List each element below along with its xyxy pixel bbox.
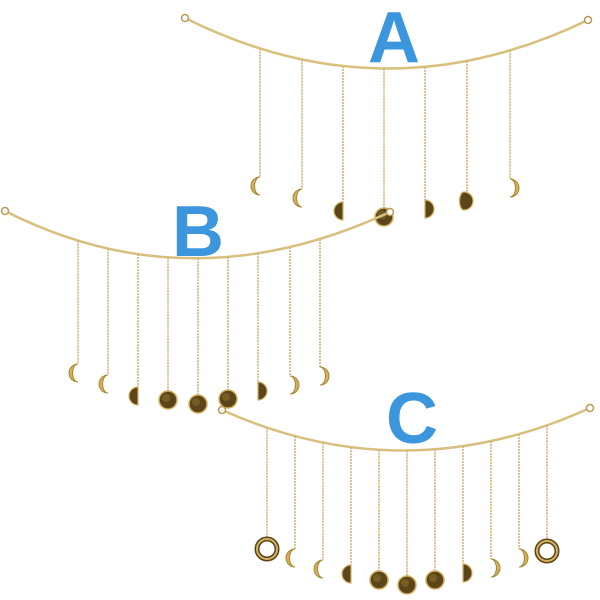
hanging-loop-left: [180, 13, 190, 23]
rod: [184, 16, 589, 70]
moon-full-icon: [369, 570, 389, 590]
moon-half-right-icon: [257, 381, 268, 401]
hanging-loop-right: [583, 15, 593, 25]
moon-half-right-icon: [462, 563, 473, 583]
moon-half-right-icon: [424, 199, 435, 219]
garland-a: [180, 13, 593, 227]
moon-crescent-right-icon: [319, 366, 330, 386]
hanging-loop-left: [217, 405, 227, 415]
hanging-loop-right: [585, 403, 595, 413]
moon-crescent-right-icon: [289, 375, 300, 395]
moon-crescent-left-icon: [250, 176, 261, 196]
moon-full-icon: [397, 575, 417, 595]
moon-ring-icon: [254, 536, 280, 562]
variant-label-c: C: [386, 379, 438, 459]
moon-crescent-right-icon: [490, 558, 501, 578]
moon-full-icon: [188, 394, 208, 414]
moon-full-icon: [158, 390, 178, 410]
hanging-loop-left: [0, 206, 10, 216]
garland-c: [217, 403, 595, 595]
moon-crescent-left-icon: [313, 559, 324, 579]
moon-crescent-right-icon: [518, 548, 529, 568]
variant-label-a: A: [368, 0, 420, 78]
garland-b: [0, 206, 395, 414]
moon-crescent-left-icon: [292, 188, 303, 208]
moon-half-left-icon: [333, 201, 344, 221]
moon-half-left-icon: [341, 564, 352, 584]
moon-crescent-left-icon: [285, 548, 296, 568]
moon-full-icon: [218, 389, 238, 409]
rod: [221, 406, 591, 452]
moon-half-left-icon: [128, 386, 139, 406]
moon-gibbous-right-icon: [458, 191, 474, 211]
moon-crescent-left-icon: [68, 363, 79, 383]
variant-label-b: B: [172, 192, 224, 272]
moon-full-icon: [425, 570, 445, 590]
moon-ring-icon: [534, 538, 560, 564]
moon-crescent-right-icon: [509, 178, 520, 198]
moon-crescent-left-icon: [98, 374, 109, 394]
hanging-loop-right: [385, 207, 395, 217]
rod: [4, 209, 391, 260]
